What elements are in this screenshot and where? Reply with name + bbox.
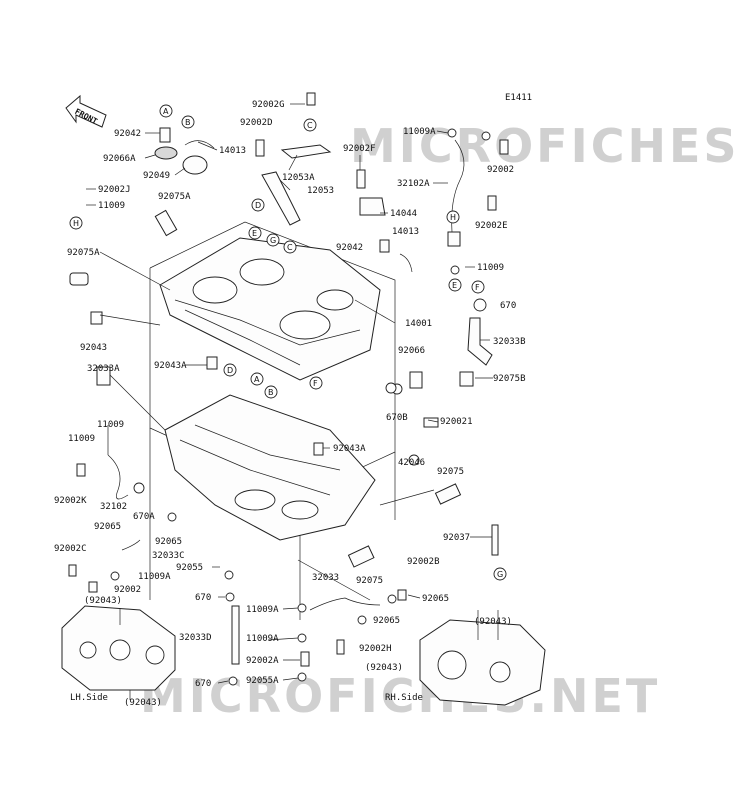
rh-side-label: RH.Side <box>385 693 423 703</box>
callout-32033: 32033 <box>312 573 339 583</box>
small-parts <box>68 92 509 686</box>
ref-h-1: H <box>73 219 79 228</box>
callout-92043-lh-bottom: (92043) <box>124 698 162 708</box>
callout-92043-lh-top: (92043) <box>84 596 122 606</box>
diagram-id: E1411 <box>505 93 532 103</box>
callout-920021: 920021 <box>440 417 473 427</box>
callout-42046: 42046 <box>398 458 425 468</box>
callout-11009a-4: 11009A <box>246 634 279 644</box>
lh-side-label: LH.Side <box>70 693 108 703</box>
callout-92075b: 92075B <box>493 374 526 384</box>
callout-11009-1: 11009 <box>98 201 125 211</box>
ref-b-2: B <box>268 388 274 397</box>
callout-92002j: 92002J <box>98 185 131 195</box>
callout-92002a: 92002A <box>246 656 279 666</box>
callout-92065-2: 92065 <box>155 537 182 547</box>
callout-12053a: 12053A <box>282 173 315 183</box>
callout-12053: 12053 <box>307 186 334 196</box>
circle-refs: A B C D H E G C H E F F A B D G <box>69 104 507 581</box>
callout-92002-2: 92002 <box>114 585 141 595</box>
ref-d-1: D <box>255 201 261 210</box>
callout-92002g: 92002G <box>252 100 285 110</box>
ref-h-2: H <box>450 213 456 222</box>
leader-lines <box>86 103 493 684</box>
front-arrow: FRONT <box>65 94 107 128</box>
callout-92002f: 92002F <box>343 144 376 154</box>
callout-92043-rh-top: (92043) <box>474 617 512 627</box>
callout-32102: 32102 <box>100 502 127 512</box>
callout-670-3: 670 <box>195 679 211 689</box>
callout-11009-3: 11009 <box>68 434 95 444</box>
upper-crankcase <box>159 237 381 381</box>
callout-92002d: 92002D <box>240 118 273 128</box>
callout-92042-1: 92042 <box>114 129 141 139</box>
callout-92075-2: 92075 <box>356 576 383 586</box>
callout-14013-2: 14013 <box>392 227 419 237</box>
callout-11009-4: 11009 <box>97 420 124 430</box>
rh-side-view: RH.Side <box>385 610 546 706</box>
callout-670b: 670B <box>386 413 408 423</box>
callout-670a: 670A <box>133 512 155 522</box>
callout-92066a: 92066A <box>103 154 136 164</box>
lower-crankcase <box>164 394 376 541</box>
callout-14013-1: 14013 <box>219 146 246 156</box>
callout-92049: 92049 <box>143 171 170 181</box>
callout-92002-1: 92002 <box>487 165 514 175</box>
callout-92002h: 92002H <box>359 644 392 654</box>
callout-14044: 14044 <box>390 209 417 219</box>
callout-11009a-3: 11009A <box>246 605 279 615</box>
callout-92065-3: 92065 <box>422 594 449 604</box>
callout-92065-4: 92065 <box>373 616 400 626</box>
callout-32033d: 32033D <box>179 633 212 643</box>
callout-92042-2: 92042 <box>336 243 363 253</box>
ref-a-2: A <box>254 375 260 384</box>
watermark-bottom: MICROFICHES.NET <box>140 669 660 723</box>
callout-92043a-2: 92043A <box>333 444 366 454</box>
ref-g-2: G <box>497 570 503 579</box>
callout-92002c: 92002C <box>54 544 87 554</box>
callout-11009-2: 11009 <box>477 263 504 273</box>
callout-92043-1: 92043 <box>80 343 107 353</box>
ref-e-2: E <box>452 281 457 290</box>
ref-e-1: E <box>252 229 257 238</box>
callout-92002e: 92002E <box>475 221 508 231</box>
ref-c-1: C <box>307 121 313 130</box>
watermark-top: MICROFICHES.NET <box>350 119 742 173</box>
callout-92055a: 92055A <box>246 676 279 686</box>
ref-b-1: B <box>185 118 191 127</box>
callout-670-2: 670 <box>195 593 211 603</box>
callout-92002k: 92002K <box>54 496 87 506</box>
callout-32033a: 32033A <box>87 364 120 374</box>
callout-92037: 92037 <box>443 533 470 543</box>
ref-c-2: C <box>287 243 293 252</box>
ref-a-1: A <box>163 107 169 116</box>
callout-32033b: 32033B <box>493 337 526 347</box>
callout-32033c: 32033C <box>152 551 185 561</box>
ref-f-2: F <box>313 379 318 388</box>
callout-11009a-2: 11009A <box>138 572 171 582</box>
callout-92075-1: 92075 <box>437 467 464 477</box>
ref-f-1: F <box>475 283 480 292</box>
callout-92043a-1: 92043A <box>154 361 187 371</box>
lh-side-view: LH.Side <box>61 605 176 703</box>
callout-92002b: 92002B <box>407 557 440 567</box>
callout-92066: 92066 <box>398 346 425 356</box>
callout-92055: 92055 <box>176 563 203 573</box>
callout-92075a-2: 92075A <box>67 248 100 258</box>
callout-92065-1: 92065 <box>94 522 121 532</box>
callout-92075a-1: 92075A <box>158 192 191 202</box>
callout-670-1: 670 <box>500 301 516 311</box>
ref-g-1: G <box>270 236 276 245</box>
ref-d-2: D <box>227 366 233 375</box>
callout-labels: 92042 92066A 14013 92049 92002J 11009 92… <box>54 100 526 708</box>
callout-14001: 14001 <box>405 319 432 329</box>
callout-32102a: 32102A <box>397 179 430 189</box>
callout-92043-rh-left: (92043) <box>365 663 403 673</box>
callout-11009a-1: 11009A <box>403 127 436 137</box>
